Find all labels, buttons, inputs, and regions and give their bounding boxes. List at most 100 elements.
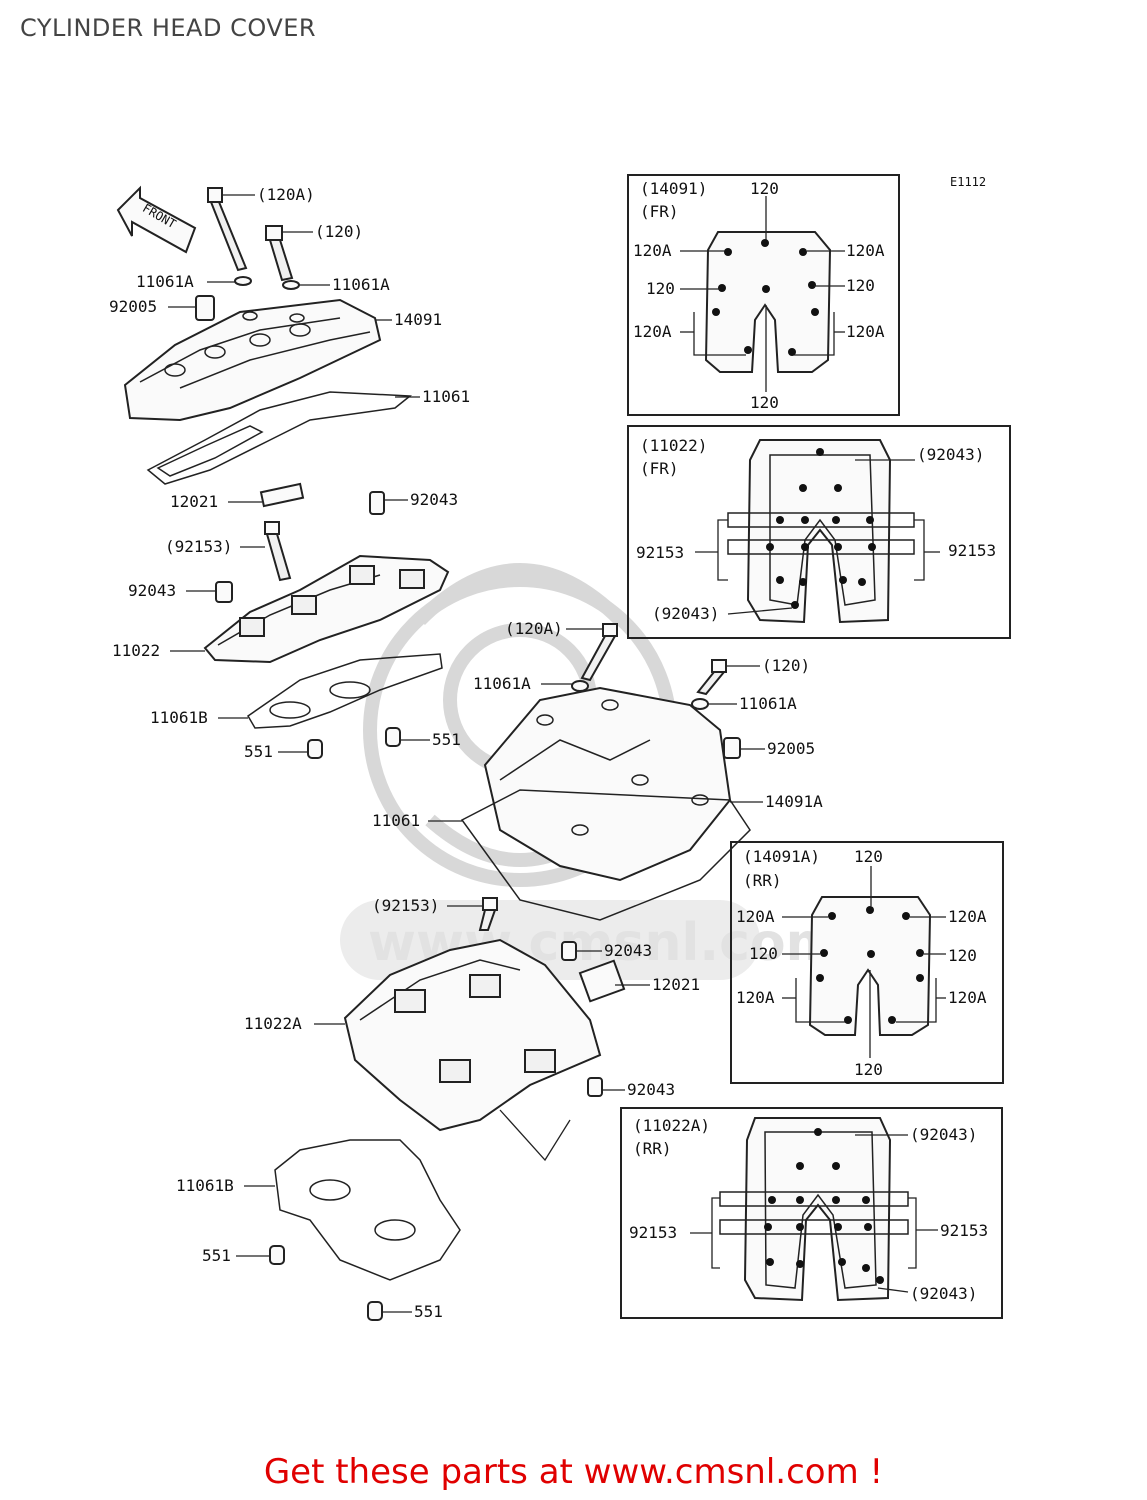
bolt-120A-mid	[580, 623, 618, 682]
dowel-92005-mid	[723, 737, 741, 759]
inset-11022-header: (11022)	[640, 436, 707, 455]
inset-14091A-label-3: 120A	[948, 907, 987, 926]
washer-11061A-mid-l	[571, 680, 589, 692]
bolt-120-mid	[696, 659, 727, 696]
inset-14091A-header: (14091A)	[743, 847, 820, 866]
bolt-92153-low	[478, 897, 498, 931]
callout-551-a: 551	[244, 742, 273, 761]
inset-14091-label-3: 120A	[846, 241, 885, 260]
bolt-92153-top	[264, 521, 292, 582]
plug-551-d	[367, 1301, 383, 1321]
callout-11061-top: 11061	[422, 387, 470, 406]
inset-11022-label-3: 92153	[948, 541, 996, 560]
callout-551-c: 551	[202, 1246, 231, 1265]
diagram-code: E1112	[950, 175, 986, 189]
bolt-120-top	[265, 225, 294, 282]
callout-120-top: (120)	[315, 222, 363, 241]
callout-14091A: 14091A	[765, 792, 823, 811]
callout-11022A: 11022A	[244, 1014, 302, 1033]
callout-92153-low: (92153)	[372, 896, 439, 915]
inset-11022-fr: (11022) (FR) (92043) 92153 92153 (92043)	[627, 425, 1011, 639]
inset-14091-label-6: 120A	[633, 322, 672, 341]
bolt-120A-top	[207, 187, 248, 272]
inset-14091A-label-2: 120A	[736, 907, 775, 926]
inset-11022-sub: (FR)	[640, 459, 679, 478]
callout-14091: 14091	[394, 310, 442, 329]
head-11022	[203, 554, 450, 664]
plug-92043-top	[369, 491, 385, 515]
dowel-92005-top	[195, 295, 215, 321]
plug-92043-low2	[587, 1077, 603, 1097]
inset-11022A-label-1: (92043)	[910, 1125, 977, 1144]
plug-92043-left	[215, 581, 233, 603]
inset-11022A-sub: (RR)	[633, 1139, 672, 1158]
inset-14091A-label-7: 120A	[948, 988, 987, 1007]
grommet-12021-low	[578, 959, 626, 1003]
gasket-11061-mid	[460, 789, 751, 921]
washer-11061A-r	[282, 280, 300, 290]
inset-14091A-label-4: 120	[749, 944, 778, 963]
inset-14091-label-1: 120	[750, 179, 779, 198]
callout-551-d: 551	[414, 1302, 443, 1321]
inset-14091A-label-6: 120A	[736, 988, 775, 1007]
inset-14091-label-2: 120A	[633, 241, 672, 260]
inset-14091-header: (14091)	[640, 179, 707, 198]
callout-11022: 11022	[112, 641, 160, 660]
callout-92043-low: 92043	[604, 941, 652, 960]
inset-11022-label-1: (92043)	[917, 445, 984, 464]
gasket-11061-top	[146, 391, 413, 485]
callout-11061A-left: 11061A	[136, 272, 194, 291]
inset-14091-label-8: 120	[750, 393, 779, 412]
inset-14091-label-4: 120	[646, 279, 675, 298]
callout-11061A-mid-right: 11061A	[739, 694, 797, 713]
callout-92043-left: 92043	[128, 581, 176, 600]
callout-11061B-low: 11061B	[176, 1176, 234, 1195]
callout-12021-low: 12021	[652, 975, 700, 994]
callout-120A-top: (120A)	[257, 185, 315, 204]
inset-11022A-rr: (11022A) (RR) (92043) 92153 92153 (92043…	[620, 1107, 1003, 1319]
callout-92005-top: 92005	[109, 297, 157, 316]
callout-551-b: 551	[432, 730, 461, 749]
callout-120-mid: (120)	[762, 656, 810, 675]
parts-diagram: www.cmsnl.com E1112 FRONT	[109, 174, 1011, 1321]
plug-551-a	[307, 739, 323, 759]
inset-11022A-header: (11022A)	[633, 1116, 710, 1135]
inset-14091A-label-5: 120	[948, 946, 977, 965]
callout-11061A-mid-left: 11061A	[473, 674, 531, 693]
inset-14091-label-7: 120A	[846, 322, 885, 341]
inset-14091A-rr: (14091A) (RR) 120 120A 120A 120 120 120A…	[730, 841, 1004, 1084]
gasket-11061B-top	[247, 653, 443, 729]
plug-551-b	[385, 727, 401, 747]
washer-11061A-l	[234, 276, 252, 286]
callout-12021-top: 12021	[170, 492, 218, 511]
inset-14091A-label-8: 120	[854, 1060, 883, 1079]
inset-11022-label-2: 92153	[636, 543, 684, 562]
callout-120A-mid: (120A)	[505, 619, 563, 638]
plug-551-c	[269, 1245, 285, 1265]
inset-14091A-sub: (RR)	[743, 871, 782, 890]
cover-14091	[123, 298, 382, 422]
inset-14091-sub: (FR)	[640, 202, 679, 221]
plug-92043-low	[561, 941, 577, 961]
cover-14091A	[483, 686, 732, 882]
callout-11061A-right: 11061A	[332, 275, 390, 294]
callout-92043-low2: 92043	[627, 1080, 675, 1099]
inset-11022A-label-2: 92153	[629, 1223, 677, 1242]
callout-11061B-top: 11061B	[150, 708, 208, 727]
inset-11022A-label-4: (92043)	[910, 1284, 977, 1303]
inset-14091-fr: (14091) (FR) 120 120A 120A 120 120 120A …	[627, 174, 900, 416]
inset-11022-label-4: (92043)	[652, 604, 719, 623]
callout-11061-mid: 11061	[372, 811, 420, 830]
cta-link[interactable]: Get these parts at www.cmsnl.com !	[263, 1452, 884, 1492]
inset-14091-label-5: 120	[846, 276, 875, 295]
front-arrow-icon: FRONT	[116, 185, 197, 254]
callout-92043-top: 92043	[410, 490, 458, 509]
callout-92153-top: (92153)	[165, 537, 232, 556]
grommet-12021-top	[259, 482, 305, 508]
page-title: CYLINDER HEAD COVER	[20, 14, 317, 42]
head-11022A	[343, 938, 602, 1132]
gasket-11061B-low	[274, 1139, 461, 1281]
inset-11022A-label-3: 92153	[940, 1221, 988, 1240]
callout-92005-mid: 92005	[767, 739, 815, 758]
inset-14091A-label-1: 120	[854, 847, 883, 866]
